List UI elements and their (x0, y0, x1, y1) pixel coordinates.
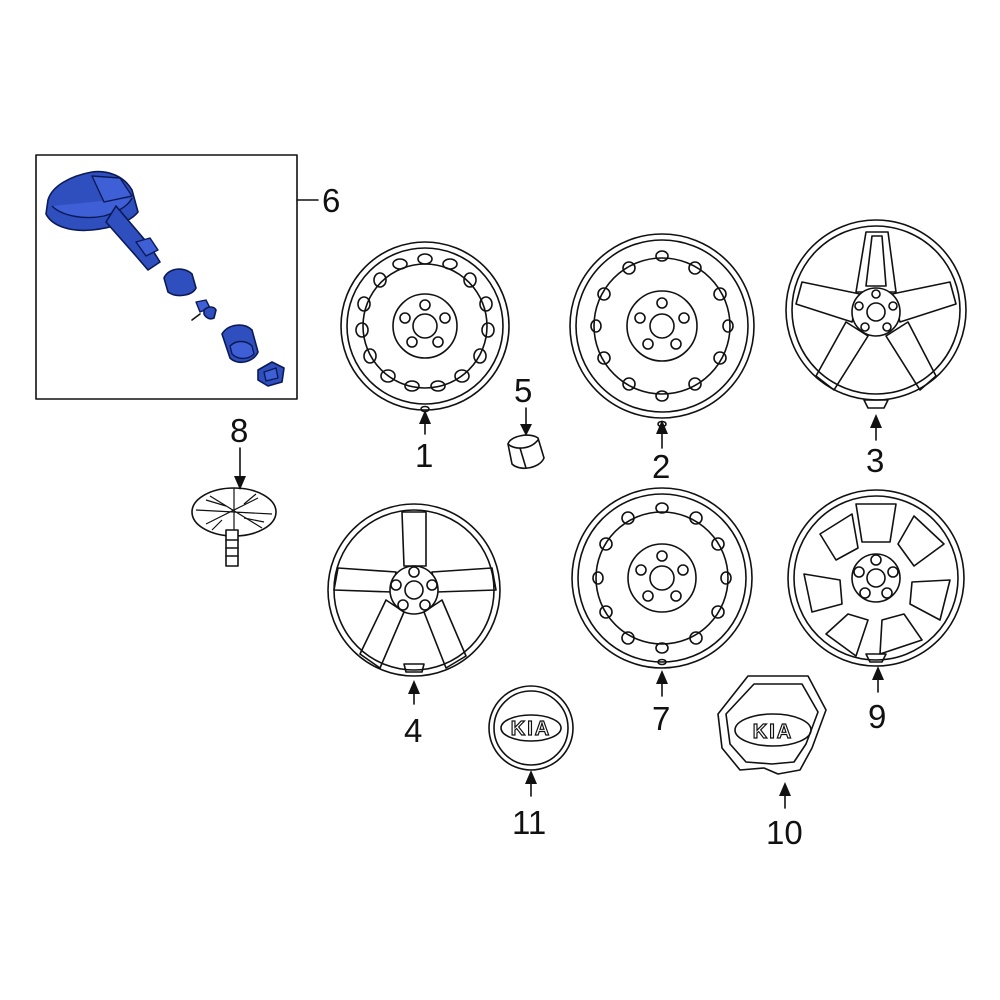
sensor-kit-frame (35, 154, 298, 400)
center-cap-round[interactable]: KIA (488, 685, 574, 771)
callout-10: 10 (766, 814, 803, 851)
callout-11: 11 (512, 804, 546, 841)
callout-1: 1 (415, 437, 433, 474)
valve-core (191, 299, 217, 321)
wheel9-windows (803, 503, 951, 657)
kia-logo-11: KIA (511, 718, 551, 740)
valve-stem[interactable] (191, 487, 277, 567)
wheel7-lug-holes (635, 550, 689, 602)
alloy-wheel-3[interactable] (785, 219, 967, 409)
wheel3-lug-holes (854, 289, 898, 332)
callout-6: 6 (322, 182, 340, 219)
kia-logo-oval-10 (734, 713, 812, 747)
kia-logo-10: KIA (753, 721, 793, 743)
callout-7: 7 (652, 700, 670, 737)
wheel9-lug-holes (853, 554, 899, 599)
steel-wheel-7[interactable] (571, 487, 753, 669)
sensor-grommet (163, 268, 197, 297)
callout-3: 3 (866, 442, 884, 479)
tpms-sensor-kit[interactable] (35, 154, 319, 400)
wheel9-valve-notch (865, 653, 887, 663)
wheel4-valve-notch (403, 663, 425, 673)
wheel3-valve-notch (863, 399, 889, 409)
wheel7-valve-hole (657, 658, 667, 666)
callout-4: 4 (404, 712, 422, 749)
callout-9: 9 (868, 698, 886, 735)
wheel4-lug-holes (390, 566, 438, 611)
steel-wheel-2[interactable] (569, 233, 755, 428)
callout-2: 2 (652, 448, 670, 485)
center-cap-star[interactable]: KIA (717, 675, 827, 775)
wheel7-vent-holes (592, 502, 732, 654)
wheel1-vent-holes (355, 253, 495, 392)
tpms-sensor-body (45, 170, 161, 271)
steel-wheel-1[interactable] (340, 241, 510, 413)
kia-logo-oval-11 (500, 714, 562, 742)
wheel1-lug-holes (399, 299, 451, 348)
wheel2-lug-holes (634, 297, 690, 350)
callout-5: 5 (514, 372, 532, 409)
callout-8: 8 (230, 412, 248, 449)
lug-nut[interactable] (507, 434, 545, 470)
alloy-wheel-9[interactable] (787, 489, 965, 667)
wheel2-vent-holes (590, 250, 734, 402)
alloy-wheel-4[interactable] (327, 503, 501, 677)
